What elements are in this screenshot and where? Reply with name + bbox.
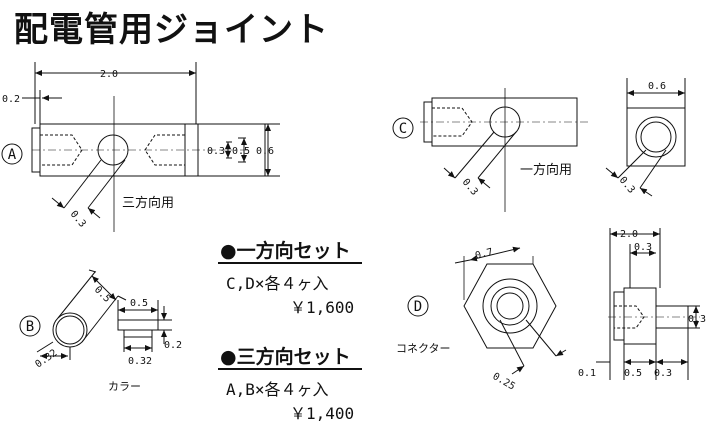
part-a-callout: 三方向用	[122, 195, 174, 211]
part-b-drawing	[36, 269, 172, 360]
dim-d-across: 0.7	[474, 247, 494, 262]
dim-c-diag: 0.3	[460, 177, 480, 198]
set-one-price: ￥1,600	[290, 298, 355, 317]
part-a-marker: A	[8, 147, 17, 163]
dim-b-diam: 0.5	[92, 284, 113, 305]
set-two-heading: ●三方向セット	[220, 346, 351, 368]
dim-a-length: 2.0	[100, 69, 118, 80]
part-a-marker-circle	[1, 143, 23, 165]
set-two-rule	[218, 368, 362, 370]
part-d-marker: D	[414, 299, 422, 315]
set-one-contents: C,D×各４ヶ入	[226, 274, 329, 293]
set-two-contents: A,B×各４ヶ入	[226, 380, 329, 399]
dim-a-hole: 0.3	[207, 146, 225, 157]
dim-d-right: 0.3	[688, 314, 706, 325]
dim-d-head: 0.3	[634, 242, 652, 253]
dim-b-bottom: 0.32	[128, 356, 152, 367]
dim-b-base: 0.32	[33, 348, 59, 371]
dim-a-inner: 0.5	[232, 146, 250, 157]
dim-b-height: 0.2	[164, 340, 182, 351]
dim-d-length: 2.0	[620, 229, 638, 240]
part-c-marker: C	[399, 121, 407, 137]
dim-a-outer: 0.6	[256, 146, 274, 157]
part-c-drawing	[420, 78, 686, 212]
page-title: 配電管用ジョイント	[14, 10, 329, 50]
set-one-rule	[218, 262, 362, 264]
dim-c-width: 0.6	[648, 81, 666, 92]
part-d-drawing	[454, 228, 700, 380]
dim-d-end: 0.3	[654, 368, 672, 379]
dim-c-width-diag: 0.3	[617, 175, 637, 196]
dim-d-mid: 0.5	[624, 368, 642, 379]
part-d-callout: コネクター	[396, 342, 451, 355]
part-b-callout: カラー	[108, 380, 141, 393]
set-one-heading: ●一方向セット	[220, 240, 351, 262]
dim-b-top: 0.5	[130, 298, 148, 309]
dim-a-offset: 0.2	[2, 94, 20, 105]
part-a-drawing	[22, 62, 280, 232]
set-two-price: ￥1,400	[290, 404, 355, 423]
dim-d-left: 0.1	[578, 368, 596, 379]
dim-d-small: 0.25	[491, 371, 517, 393]
part-c-marker-circle	[392, 117, 414, 139]
part-b-marker-circle	[19, 315, 41, 337]
dim-a-diag: 0.3	[68, 209, 88, 230]
part-d-marker-circle	[407, 295, 429, 317]
part-c-callout: 一方向用	[520, 162, 572, 178]
part-b-marker: B	[26, 319, 34, 335]
